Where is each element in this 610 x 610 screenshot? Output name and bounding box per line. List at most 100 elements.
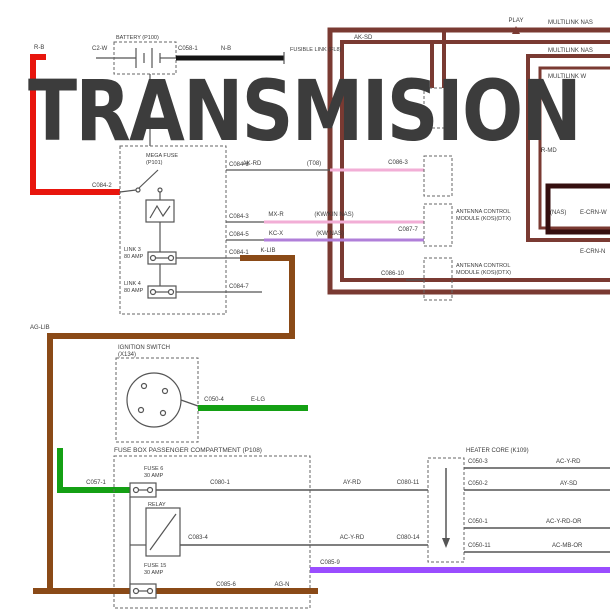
relay-box-icon [145, 507, 181, 557]
megafuse-title-1: MEGA FUSE [146, 153, 178, 159]
ignition-contact-icon [161, 387, 169, 395]
wire-code-heater-1: AC-Y-RD [556, 459, 581, 465]
megafuse-box [119, 145, 227, 315]
connector-c0861: C086-1 [400, 80, 420, 86]
wire-code-ak-rd: AK-RD [243, 161, 262, 167]
connector-c0571: C057-1 [86, 480, 106, 486]
connector-c05011: C050-11 [468, 543, 491, 549]
wire-note-kw-kin: (KW/KIN NAS) [314, 212, 353, 218]
wire-code-ac-y-rd: AC-Y-RD [340, 535, 365, 541]
wire-code-r-md: R-MD [541, 148, 557, 154]
antenna-modules: C086-1 C086-10 ANTENNA CONTROL MODULE (K… [381, 80, 511, 301]
battery-feed-wire-red [30, 54, 120, 195]
wire-code-e-lg: E-LG [251, 397, 265, 403]
fuse-end-icon [132, 486, 140, 494]
splice-label: PLAY [509, 18, 524, 24]
ignition-switch-section: IGNITION SWITCH (X134) C050-4 E-LG [115, 345, 308, 443]
wire-code-heater-4: AC-MB-OR [552, 543, 583, 549]
multilink-loop-right-inner-wire [538, 66, 610, 230]
heater-title: HEATER CORE (K109) [466, 448, 529, 454]
switch-feed [119, 189, 137, 193]
wire-note-t08: (T08) [307, 161, 321, 167]
connector-c08014: C080-14 [396, 535, 420, 541]
ignition-contact-icon [140, 382, 148, 390]
fusible-link-label: FUSIBLE LINK (FL8) [290, 47, 342, 53]
megafuse-section: MEGA FUSE (P101) C084-2 LINK 3 80 AMP LI… [92, 145, 262, 315]
wire-code-multilink-2: MULTILINK NAS [548, 48, 593, 54]
multilink-loop-inner-wire [340, 40, 610, 282]
module-c-label-1: ANTENNA CONTROL [456, 263, 510, 269]
link3-label: LINK 3 [124, 247, 141, 253]
multilink-harness: PLAY AK-SD MULTILINK NAS MULTILINK NAS M… [327, 18, 610, 295]
wire-code-e-crn-2: E-CRN-N [580, 249, 605, 255]
switch-contact-icon [157, 187, 163, 193]
ignition-title-2: (X134) [118, 352, 136, 358]
fusebox-box [113, 455, 311, 609]
wire-code-mx-r: MX-R [268, 212, 284, 218]
connector-c0842: C084-2 [92, 183, 112, 189]
fuse15-label: FUSE 15 [144, 563, 166, 569]
wire-code-multilink-3: MULTILINK W [548, 74, 587, 80]
wire-code-r-b: R-B [34, 45, 44, 51]
fuse-end-icon [146, 587, 154, 595]
relay-contact-icon [149, 513, 177, 551]
wire-code-ag-n: AG-N [275, 582, 290, 588]
wire-code-e-crn-1: E-CRN-W [580, 210, 607, 216]
fuse6-amp-label: 30 AMP [144, 473, 164, 479]
relay-coil-icon [149, 204, 171, 219]
heater-core-section: HEATER CORE (K109) C050-3 C050-2 C050-1 … [427, 448, 610, 563]
fuse15-amp-label: 30 AMP [144, 570, 164, 576]
module-box-a [423, 155, 453, 197]
module-box-top [423, 87, 453, 129]
multilink-loop-outer-wire [327, 27, 610, 295]
link4-amp-label: 80 AMP [124, 288, 144, 294]
connector-c0877: C087-7 [398, 227, 418, 233]
ignition-switch-box [115, 357, 199, 443]
wire-code-n-b: N-B [221, 46, 231, 52]
link4-label: LINK 4 [124, 281, 141, 287]
module-b-label-2: MODULE (KOS)(DTX) [456, 216, 511, 222]
connector-c0847: C084-7 [229, 284, 249, 290]
wire-code-heater-2: AY-SD [560, 481, 578, 487]
fuse6-label: FUSE 6 [144, 466, 163, 472]
fusebox-title: FUSE BOX PASSENGER COMPARTMENT (P108) [114, 447, 262, 454]
ground-nas-label: (NAS) [550, 210, 566, 216]
wire-code-ay-rd: AY-RD [343, 480, 361, 486]
fuse-end-icon [167, 288, 175, 296]
connector-c08610: C086-10 [381, 271, 405, 277]
connector-c0843: C084-3 [229, 214, 249, 220]
ignition-contact-icon [159, 409, 167, 417]
connector-c0841: C084-1 [229, 250, 249, 256]
multilink-loop-right-wire [526, 54, 610, 242]
page-title: TRANSMISION [28, 62, 580, 160]
fuse-end-icon [149, 254, 157, 262]
connector-c0581: C058-1 [178, 46, 198, 52]
link3-amp-label: 80 AMP [124, 254, 144, 260]
relay-label: RELAY [148, 502, 166, 508]
wire-code-ag-lib: AG-LIB [30, 325, 50, 331]
ignition-contact-icon [137, 406, 145, 414]
megafuse-title-2: (P101) [146, 160, 163, 166]
connector-c0503: C050-3 [468, 459, 488, 465]
connector-c0863: C086-3 [388, 160, 408, 166]
wire-code-k-lib: K-LIB [260, 248, 275, 254]
module-c-label-2: MODULE (KOS)(DTX) [456, 270, 511, 276]
fuse-end-icon [149, 288, 157, 296]
module-feed-wires: AK-RD (T08) C086-3 MX-R (KW/KIN NAS) C08… [30, 160, 424, 592]
wire-code-kc-x: KC-X [269, 231, 283, 237]
connector-c08011: C080-11 [397, 480, 420, 486]
battery-title: BATTERY (P100) [116, 35, 159, 41]
wire-code-heater-3: AC-Y-RD-OR [546, 519, 582, 525]
green-feed-wire [57, 448, 132, 493]
switch-blade-icon [138, 169, 159, 189]
arrow-down-icon [442, 538, 450, 548]
module-b-label-1: ANTENNA CONTROL [456, 209, 510, 215]
switch-contact-icon [135, 187, 141, 193]
wire-code-multilink-1: MULTILINK NAS [548, 20, 593, 26]
ground-link-wire [545, 183, 610, 235]
ignition-switch-rotor-icon [126, 372, 182, 428]
wire-code-ak-sd: AK-SD [354, 35, 373, 41]
connector-c0801: C080-1 [210, 480, 230, 486]
